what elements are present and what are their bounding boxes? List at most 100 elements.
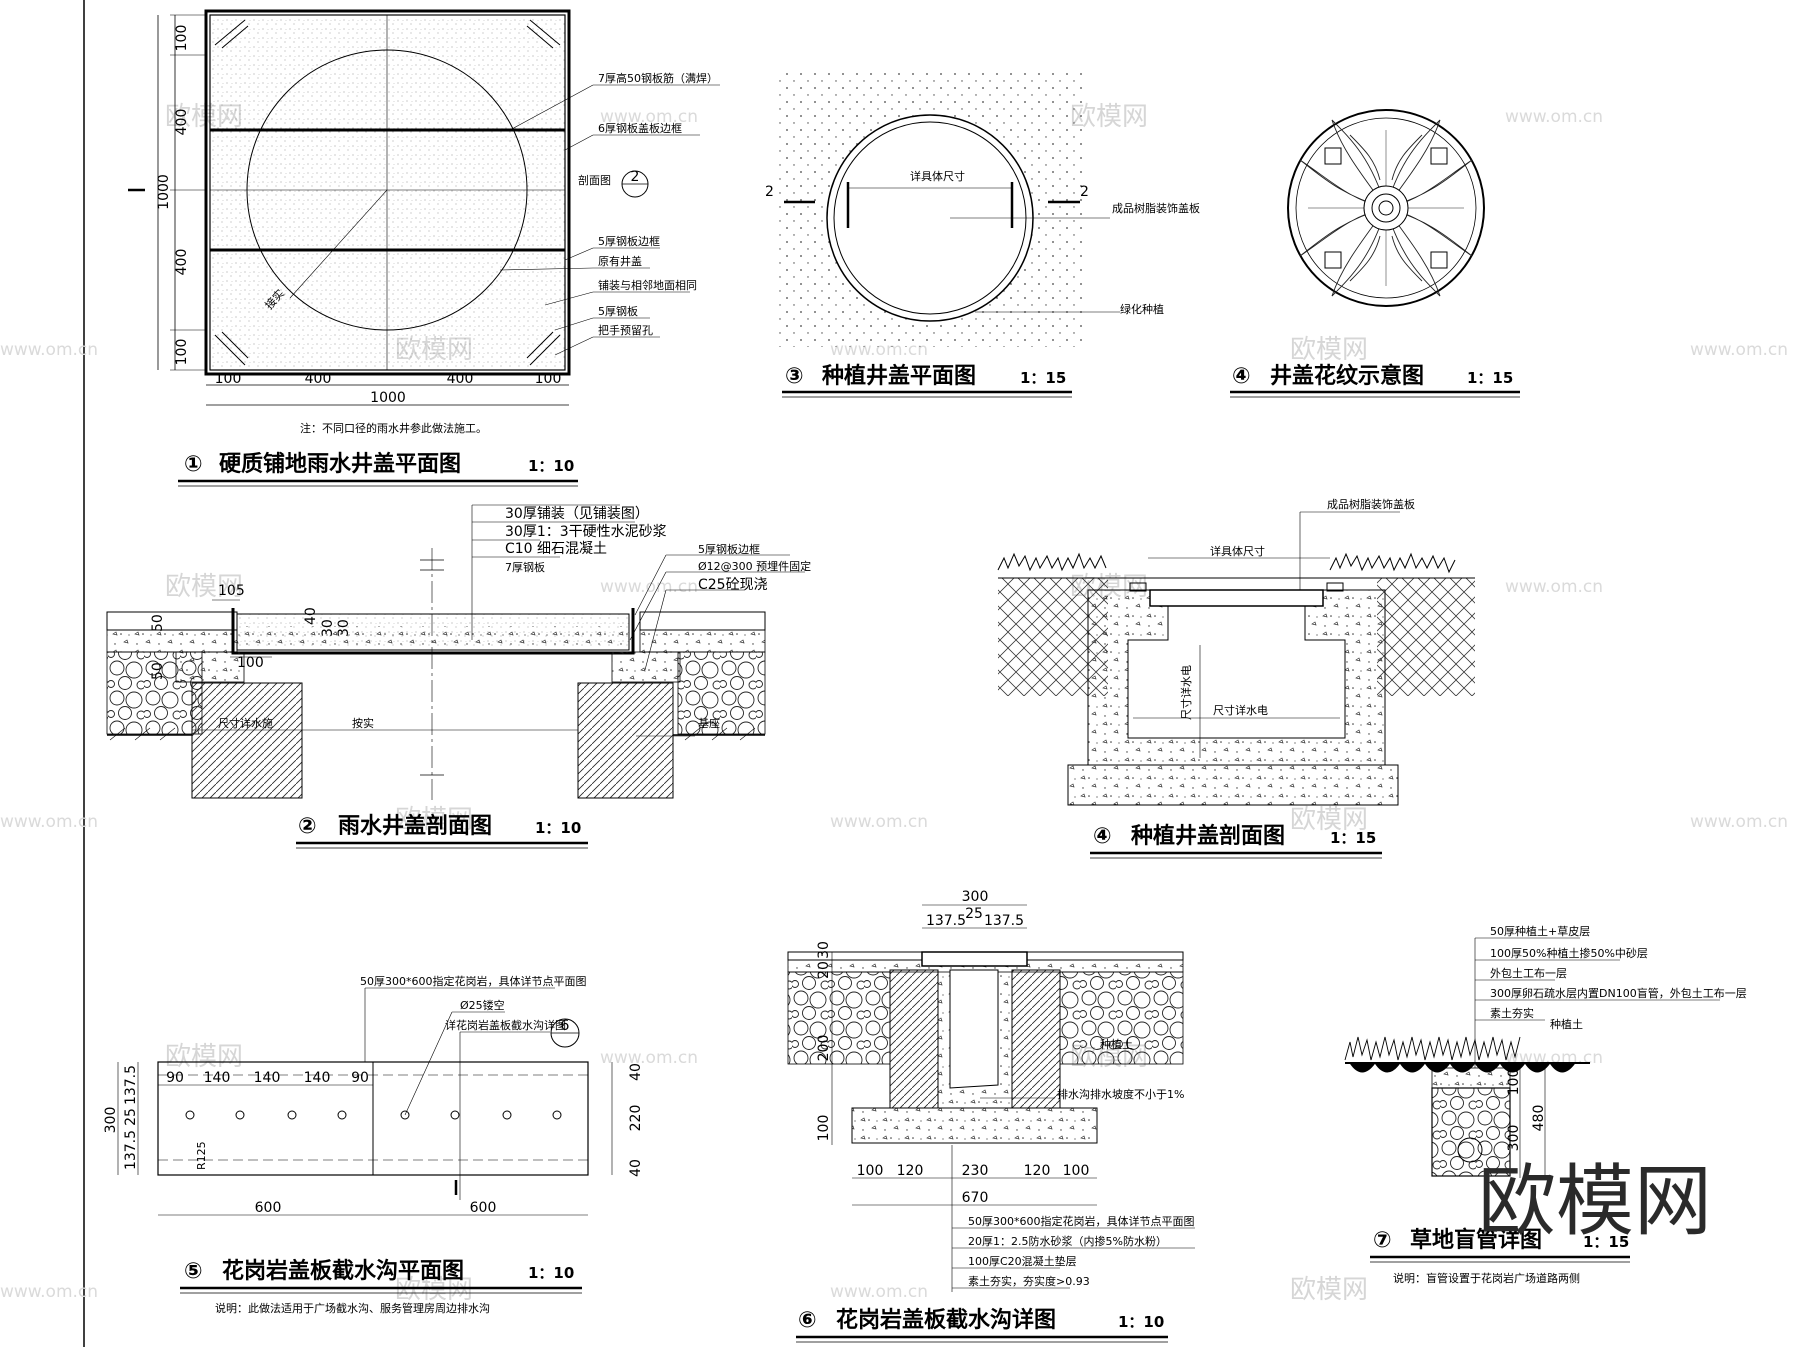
- svg-text:花岗岩盖板截水沟详图: 花岗岩盖板截水沟详图: [836, 1307, 1056, 1333]
- svg-text:100: 100: [174, 339, 190, 366]
- svg-text:详具体尺寸: 详具体尺寸: [1210, 544, 1265, 558]
- svg-text:40: 40: [628, 1159, 644, 1177]
- svg-text:20厚1：2.5防水砂浆（内掺5%防水粉）: 20厚1：2.5防水砂浆（内掺5%防水粉）: [968, 1234, 1167, 1248]
- svg-text:详花岗岩盖板截水沟详图: 详花岗岩盖板截水沟详图: [445, 1018, 566, 1032]
- svg-text:种植土: 种植土: [1550, 1017, 1583, 1031]
- svg-text:100: 100: [816, 1115, 832, 1142]
- svg-text:欧模网: 欧模网: [165, 572, 243, 602]
- svg-text:25: 25: [123, 1108, 139, 1126]
- svg-text:6: 6: [561, 1018, 570, 1034]
- svg-text:www.om.cn: www.om.cn: [1690, 340, 1788, 360]
- svg-text:105: 105: [218, 583, 245, 599]
- svg-text:120: 120: [897, 1163, 924, 1179]
- svg-text:30厚1：3干硬性水泥砂浆: 30厚1：3干硬性水泥砂浆: [505, 524, 667, 540]
- svg-text:7厚高50钢板筋（满焊）: 7厚高50钢板筋（满焊）: [598, 71, 718, 85]
- svg-text:⑤: ⑤: [184, 1259, 203, 1284]
- svg-text:1000: 1000: [370, 390, 406, 406]
- svg-text:素土夯实，夯实度>0.93: 素土夯实，夯实度>0.93: [968, 1274, 1090, 1288]
- svg-text:把手预留孔: 把手预留孔: [598, 323, 653, 337]
- svg-text:1：15: 1：15: [1330, 829, 1376, 847]
- drawing-3-planting-cover-plan: 2 2 详具体尺寸 成品树脂装饰盖板 绿化种植 ③ 种植井盖平面图 1：15: [765, 72, 1200, 398]
- svg-text:雨水井盖剖面图: 雨水井盖剖面图: [338, 813, 492, 839]
- svg-text:原有井盖: 原有井盖: [598, 254, 642, 268]
- svg-text:说明：盲管设置于花岗岩广场道路两侧: 说明：盲管设置于花岗岩广场道路两侧: [1393, 1271, 1580, 1285]
- svg-text:1：10: 1：10: [528, 1264, 574, 1282]
- svg-text:详具体尺寸: 详具体尺寸: [910, 169, 965, 183]
- svg-text:④: ④: [1232, 364, 1251, 389]
- svg-text:R125: R125: [195, 1141, 208, 1170]
- svg-text:7厚钢板: 7厚钢板: [505, 560, 545, 574]
- svg-text:140: 140: [304, 1070, 331, 1086]
- svg-text:www.om.cn: www.om.cn: [830, 812, 928, 832]
- svg-text:140: 140: [254, 1070, 281, 1086]
- svg-text:1：15: 1：15: [1467, 369, 1513, 387]
- svg-text:欧模网: 欧模网: [395, 1275, 473, 1305]
- drawing-4-cover-pattern: ④ 井盖花纹示意图 1：15: [1230, 109, 1520, 398]
- svg-text:25: 25: [965, 906, 983, 922]
- svg-text:220: 220: [628, 1105, 644, 1132]
- svg-text:670: 670: [962, 1190, 989, 1206]
- svg-text:400: 400: [174, 249, 190, 276]
- svg-text:1：10: 1：10: [1118, 1313, 1164, 1331]
- drawing-7-drainage-pipe-detail: 100 300 480 种植土 50厚种植土+草皮层 100厚50%种植土掺50…: [1344, 924, 1747, 1285]
- svg-text:种植土: 种植土: [1100, 1037, 1133, 1051]
- svg-text:www.om.cn: www.om.cn: [1690, 812, 1788, 832]
- svg-text:尺寸详水电: 尺寸详水电: [1179, 665, 1193, 720]
- svg-text:100: 100: [857, 1163, 884, 1179]
- svg-text:www.om.cn: www.om.cn: [600, 1048, 698, 1068]
- svg-text:50厚300*600指定花岗岩，具体详节点平面图: 50厚300*600指定花岗岩，具体详节点平面图: [968, 1214, 1195, 1228]
- svg-text:www.om.cn: www.om.cn: [0, 1282, 98, 1302]
- svg-text:www.om.cn: www.om.cn: [1505, 577, 1603, 597]
- svg-text:剖面图: 剖面图: [578, 173, 611, 187]
- svg-text:50厚300*600指定花岗岩，具体详节点平面图: 50厚300*600指定花岗岩，具体详节点平面图: [360, 974, 587, 988]
- svg-text:40: 40: [303, 607, 319, 625]
- svg-text:⑦: ⑦: [1373, 1228, 1392, 1253]
- svg-text:200: 200: [816, 1035, 832, 1062]
- svg-text:20: 20: [816, 961, 832, 979]
- svg-text:100: 100: [237, 655, 264, 671]
- svg-text:草地盲管详图: 草地盲管详图: [1410, 1227, 1542, 1253]
- svg-text:成品树脂装饰盖板: 成品树脂装饰盖板: [1112, 201, 1200, 215]
- svg-text:2: 2: [631, 169, 640, 185]
- svg-text:④: ④: [1093, 824, 1112, 849]
- svg-text:C10 细石混凝土: C10 细石混凝土: [505, 541, 607, 557]
- cover-outline: [209, 14, 566, 371]
- svg-text:欧模网: 欧模网: [1290, 1275, 1368, 1305]
- svg-text:井盖花纹示意图: 井盖花纹示意图: [1270, 363, 1424, 389]
- svg-text:欧模网: 欧模网: [165, 1042, 243, 1072]
- svg-text:2: 2: [1080, 184, 1089, 200]
- svg-text:种植井盖平面图: 种植井盖平面图: [822, 363, 976, 389]
- svg-text:①: ①: [184, 452, 203, 477]
- svg-text:www.om.cn: www.om.cn: [600, 577, 698, 597]
- svg-text:铺装与相邻地面相同: 铺装与相邻地面相同: [598, 279, 697, 292]
- drawing-5-trench-plan: 90 140 140 140 90 300 137.5 25 137.5 40 …: [103, 974, 644, 1315]
- svg-text:120: 120: [1024, 1163, 1051, 1179]
- svg-text:排水沟排水坡度不小于1%: 排水沟排水坡度不小于1%: [1057, 1087, 1184, 1101]
- svg-text:400: 400: [447, 371, 474, 387]
- svg-text:欧模网: 欧模网: [395, 805, 473, 835]
- svg-text:100: 100: [215, 371, 242, 387]
- svg-text:400: 400: [305, 371, 332, 387]
- svg-text:100厚C20混凝土垫层: 100厚C20混凝土垫层: [968, 1254, 1077, 1268]
- steel-frame: [204, 9, 571, 376]
- drawing-6-trench-detail: 300 137.5 25 137.5 20 30 200 100 100 120…: [787, 889, 1195, 1343]
- svg-text:300厚卵石疏水层内置DN100盲管，外包土工布一层: 300厚卵石疏水层内置DN100盲管，外包土工布一层: [1490, 986, 1747, 1000]
- svg-text:300: 300: [103, 1107, 119, 1134]
- svg-text:⑥: ⑥: [798, 1308, 817, 1333]
- svg-text:480: 480: [1531, 1105, 1547, 1132]
- svg-text:50: 50: [150, 614, 166, 632]
- svg-text:www.om.cn: www.om.cn: [830, 1282, 928, 1302]
- svg-text:100: 100: [1506, 1069, 1522, 1096]
- svg-text:100: 100: [535, 371, 562, 387]
- drawing-2-manhole-cover-section: 尺寸详水施 按实 基座 105 100 40 30 30 50 50 30厚铺装…: [106, 504, 811, 849]
- svg-text:230: 230: [962, 1163, 989, 1179]
- svg-text:2: 2: [765, 184, 774, 200]
- svg-text:100厚50%种植土掺50%中砂层: 100厚50%种植土掺50%中砂层: [1490, 946, 1648, 960]
- svg-text:600: 600: [470, 1200, 497, 1216]
- svg-text:137.5: 137.5: [123, 1130, 139, 1170]
- svg-text:硬质铺地雨水井盖平面图: 硬质铺地雨水井盖平面图: [219, 451, 461, 477]
- svg-text:400: 400: [174, 109, 190, 136]
- svg-text:300: 300: [1506, 1125, 1522, 1152]
- svg-text:种植井盖剖面图: 种植井盖剖面图: [1131, 823, 1285, 849]
